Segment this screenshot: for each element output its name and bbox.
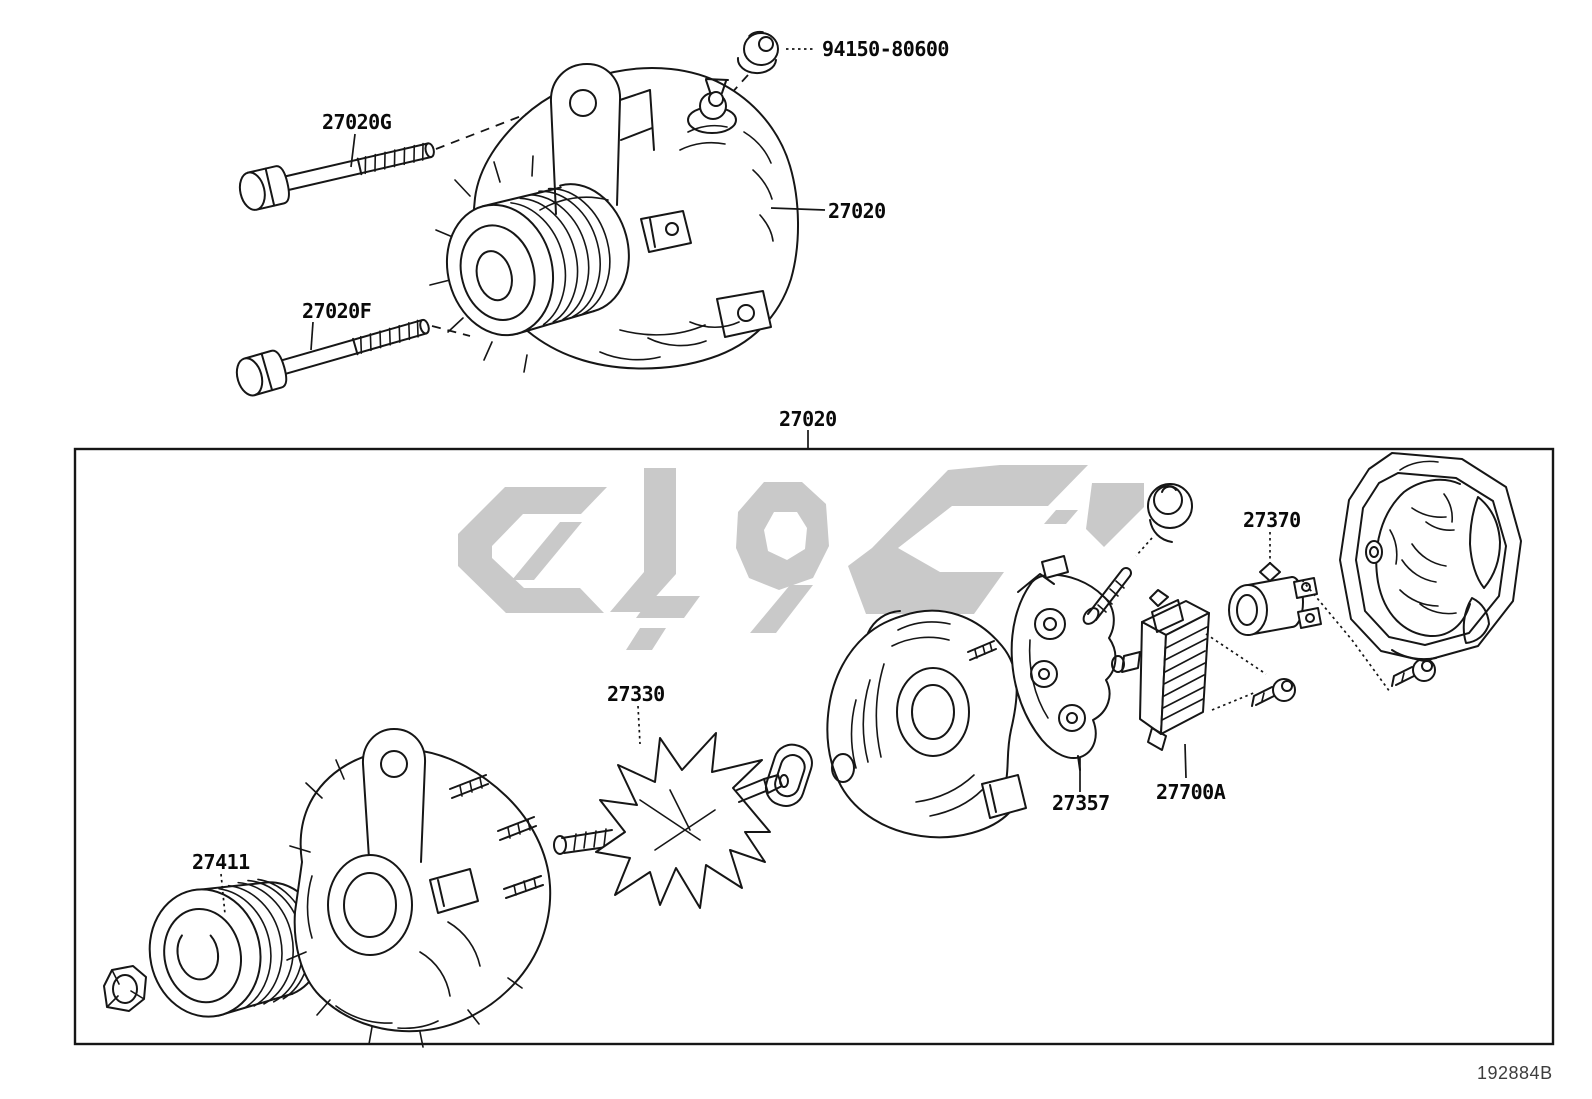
terminal-nut (736, 30, 779, 75)
label-alternator: 27020 (828, 199, 886, 223)
cover-screw-a (1251, 678, 1296, 707)
assembly-dash-1 (1205, 633, 1267, 675)
alternator-pulley-front (445, 183, 630, 337)
exploded-view-box (73, 447, 1555, 1046)
rectifier-27357 (1010, 555, 1132, 771)
o-ring-seal (764, 743, 813, 807)
rear-cover (1339, 452, 1522, 662)
cover-screw-b (1391, 658, 1436, 687)
label-alternator-box: 27020 (779, 407, 837, 431)
bolt-f-alignment-dash (431, 325, 471, 337)
label-regulator: 27700A (1156, 780, 1226, 804)
label-pulley: 27411 (192, 850, 250, 874)
brush-holder-27370 (1228, 562, 1322, 636)
leader-lines (220, 48, 1271, 915)
assembly-dash-3 (1301, 579, 1391, 693)
alternator-assembly (429, 63, 800, 373)
pulley-27411 (148, 878, 325, 1018)
assembly-dash-2 (1211, 691, 1257, 711)
drawing-code: 192884B (1477, 1063, 1553, 1083)
label-terminal-nut: 94150-80600 (822, 37, 949, 61)
terminal-insulator-cap (1147, 483, 1193, 543)
label-rotor: 27330 (607, 682, 665, 706)
label-rectifier: 27357 (1052, 791, 1110, 815)
pulley-lock-nut (103, 965, 147, 1012)
label-brush-holder: 27370 (1243, 508, 1301, 532)
cap-alignment-dash (1135, 537, 1153, 557)
rear-end-frame (826, 609, 1027, 839)
label-bolt-f: 27020F (302, 299, 371, 323)
watermark-logo (458, 465, 1144, 650)
label-bolt-g: 27020G (322, 110, 392, 134)
drive-end-frame (286, 728, 552, 1048)
bolt-27020g (238, 142, 435, 211)
bolt-27020f (235, 318, 430, 397)
regulator-27700a (1111, 589, 1210, 751)
rotor-27330 (553, 732, 789, 909)
